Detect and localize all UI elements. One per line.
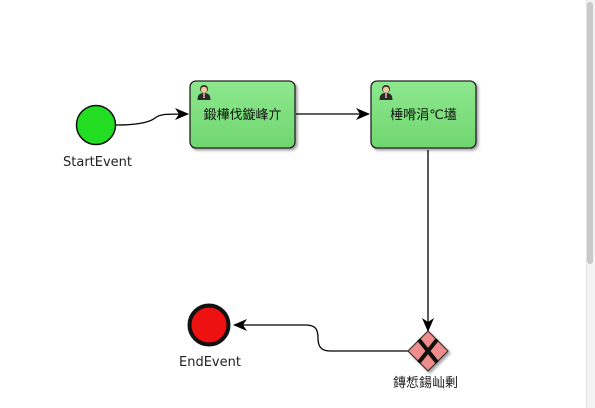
user-icon — [197, 85, 211, 100]
end-event[interactable] — [187, 303, 231, 347]
task-1[interactable] — [189, 80, 296, 149]
gateway-label: 鏄惁鍚屾剰 — [393, 376, 459, 391]
start-event-label: StartEvent — [63, 155, 132, 170]
gateway-x-icon — [417, 338, 439, 364]
task-2[interactable] — [370, 80, 477, 149]
task-2-label: 棰嗗涓℃壒 — [390, 108, 457, 123]
scrollbar-thumb[interactable] — [587, 2, 593, 264]
flow-start-to-task1[interactable] — [115, 108, 189, 126]
start-event[interactable] — [75, 104, 117, 146]
user-icon — [379, 85, 393, 100]
task-1-label: 鍛樺伐鏇峰亣 — [203, 108, 282, 123]
end-event-label: EndEvent — [179, 355, 241, 370]
flow-gateway-to-end[interactable] — [233, 319, 410, 352]
